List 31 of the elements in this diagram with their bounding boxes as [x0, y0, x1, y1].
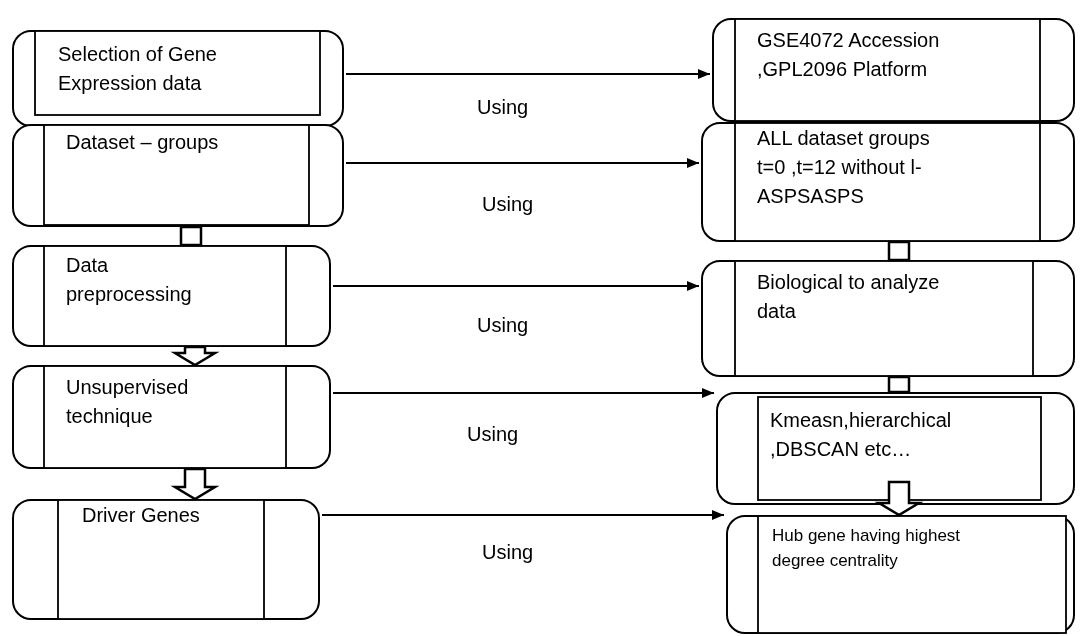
- step-text: GSE4072 Accession ,GPL2096 Platform: [757, 28, 941, 82]
- process-box: [712, 18, 1075, 122]
- arrow: [345, 158, 700, 168]
- step-text: Kmeasn,hierarchical ,DBSCAN etc…: [770, 408, 953, 462]
- process-box: [701, 122, 1075, 242]
- block-connector: [887, 375, 911, 394]
- process-box: [726, 515, 1075, 634]
- block-arrow: [170, 467, 220, 501]
- process-box: [701, 260, 1075, 377]
- arrow: [332, 388, 715, 398]
- step-text: Biological to analyze data: [757, 270, 941, 324]
- step-text: Selection of Gene Expression data: [58, 42, 218, 96]
- process-box: [12, 499, 320, 620]
- arrow: [321, 510, 725, 520]
- step-text: Hub gene having highest degree centrality: [772, 525, 962, 572]
- step-text: Dataset – groups: [66, 130, 220, 155]
- block-connector: [179, 225, 203, 247]
- step-text: Data preprocessing: [66, 253, 193, 307]
- block-arrow: [170, 345, 220, 367]
- block-arrow: [874, 480, 924, 517]
- step-text: Driver Genes: [82, 503, 201, 528]
- block-connector: [887, 240, 911, 262]
- step-text: Unsupervised technique: [66, 375, 190, 429]
- process-box: [716, 392, 1075, 505]
- process-box: [12, 30, 344, 127]
- arrow: [345, 69, 711, 79]
- process-box: [12, 365, 331, 469]
- step-text: ALL dataset groups t=0 ,t=12 without l-ASPSASPS: [757, 126, 931, 209]
- arrow: [332, 281, 700, 291]
- process-box: [12, 245, 331, 347]
- process-box: [12, 124, 344, 227]
